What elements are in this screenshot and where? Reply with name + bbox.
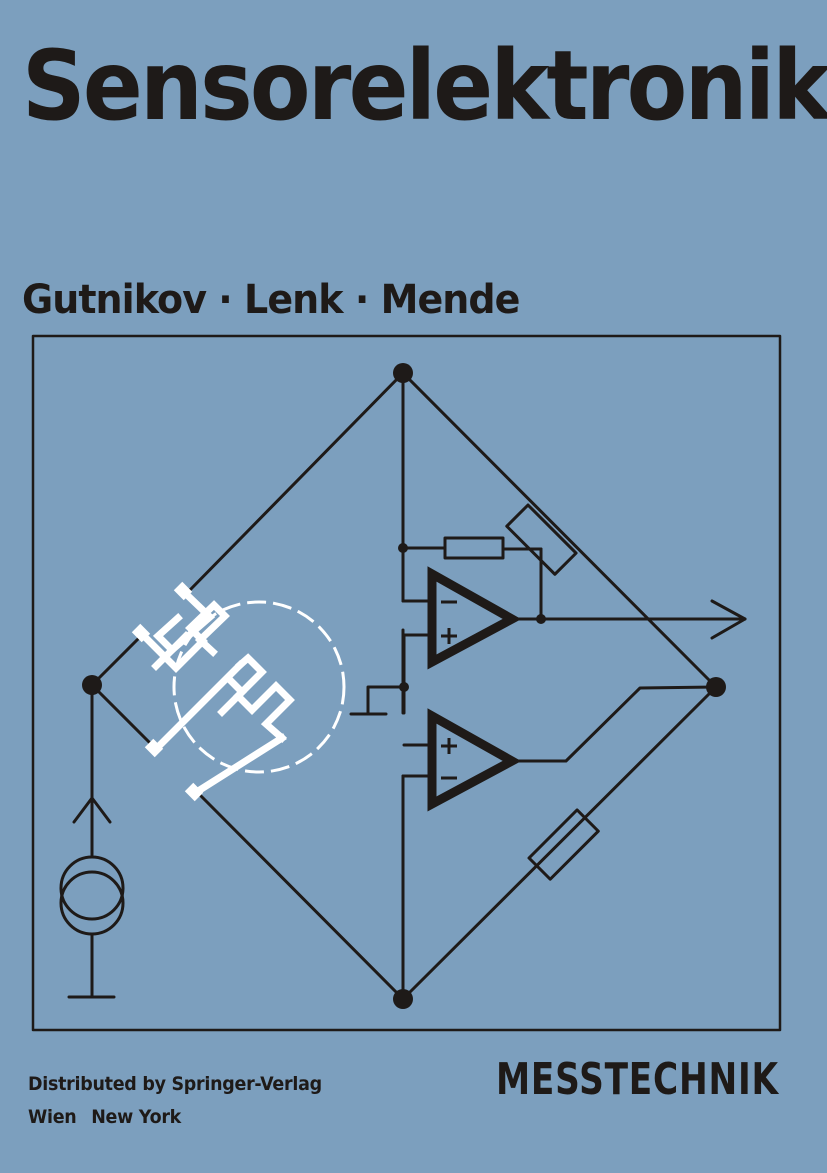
publisher-block: Distributed by Springer-Verlag Wien New Y… — [28, 1068, 347, 1134]
publisher-line: Distributed by Springer-Verlag — [28, 1073, 322, 1095]
node-right — [706, 677, 726, 697]
book-title: Sensorelektronik — [22, 30, 827, 142]
opamp-bottom — [427, 708, 522, 812]
feedback-resistor — [443, 536, 505, 560]
city-wien: Wien — [28, 1106, 77, 1128]
series-title: MESSTECHNIK — [496, 1054, 779, 1105]
city-new-york: New York — [91, 1106, 182, 1128]
strain-gauge-sensors — [131, 581, 346, 802]
publisher-cities: Wien New York — [28, 1101, 322, 1134]
bridge-resistor-bottom — [527, 808, 600, 881]
node-top — [393, 363, 413, 383]
bridge-resistor-top — [505, 503, 578, 576]
node-left — [82, 675, 102, 695]
diagram-frame — [31, 334, 782, 1032]
opamp-top — [427, 566, 522, 670]
node-bottom — [393, 989, 413, 1009]
authors: Gutnikov · Lenk · Mende — [22, 277, 520, 323]
